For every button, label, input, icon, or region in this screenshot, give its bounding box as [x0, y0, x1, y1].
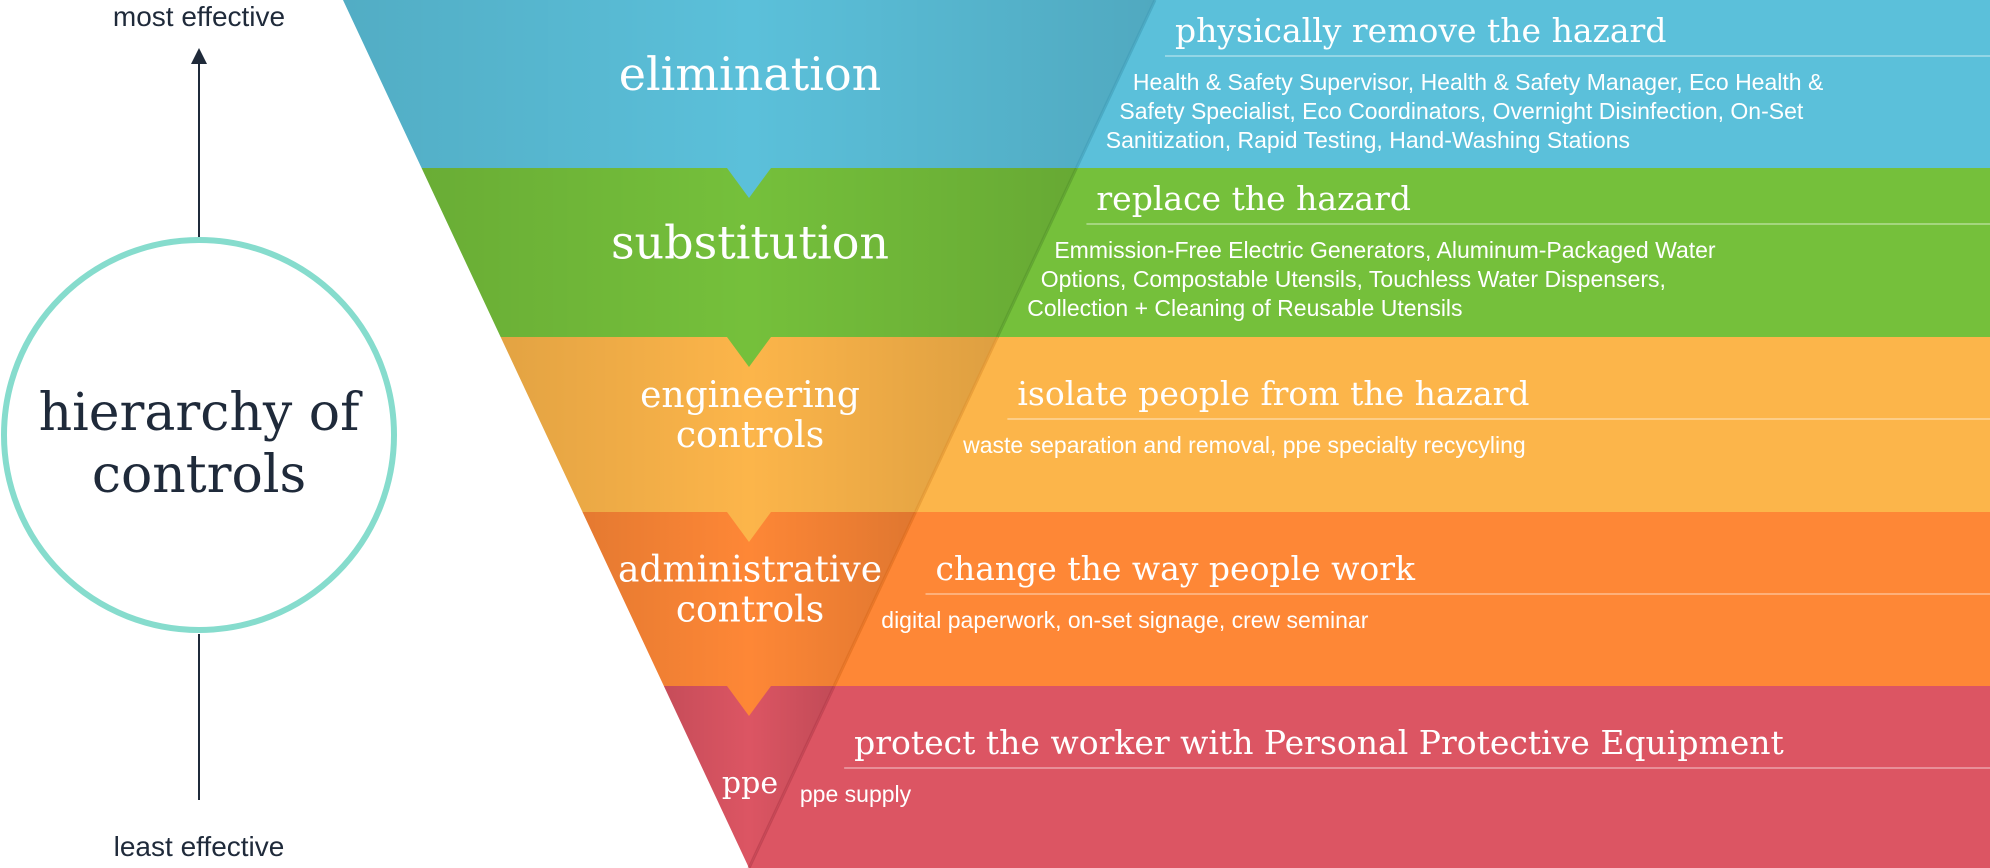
level-name: administrative [618, 550, 882, 591]
level-1: elimination physically remove the hazardH… [343, 0, 1990, 198]
circle-title-line2: controls [92, 445, 306, 505]
level-band [997, 168, 1990, 337]
level-detail: digital paperwork, on-set signage, crew … [881, 607, 1368, 633]
level-detail: Options, Compostable Utensils, Touchless… [1041, 266, 1666, 292]
level-detail: Collection + Cleaning of Reusable Utensi… [1027, 295, 1462, 321]
level-name: substitution [611, 216, 889, 270]
fold-line [1075, 0, 1157, 169]
level-detail: ppe supply [800, 781, 912, 807]
level-heading: change the way people work [936, 549, 1417, 588]
level-name: controls [676, 415, 824, 456]
circle-title-line1: hierarchy of [39, 383, 363, 443]
most-effective-label: most effective [113, 1, 285, 32]
least-effective-label: least effective [114, 831, 285, 862]
level-name: controls [676, 590, 824, 631]
level-2: substitution replace the hazardEmmission-… [421, 167, 1990, 367]
level-detail: Emmission-Free Electric Generators, Alum… [1054, 237, 1716, 263]
level-heading: protect the worker with Personal Protect… [854, 723, 1784, 762]
fold-line [996, 167, 1078, 338]
funnel-segment-shading [663, 686, 835, 868]
funnel-segment-shading [421, 168, 1077, 367]
level-detail: Health & Safety Supervisor, Health & Saf… [1133, 69, 1823, 95]
level-heading: physically remove the hazard [1175, 11, 1666, 50]
fold-line [747, 685, 836, 868]
funnel-segment-shading [582, 512, 916, 716]
fold-line [832, 511, 917, 687]
funnel-segment-shading [343, 0, 1155, 198]
level-5: ppe protect the worker with Personal Prot… [663, 685, 1990, 868]
level-detail: Sanitization, Rapid Testing, Hand-Washin… [1106, 127, 1630, 153]
level-name: elimination [619, 47, 882, 101]
fold-line [914, 336, 999, 513]
level-heading: replace the hazard [1096, 179, 1411, 218]
level-detail: Safety Specialist, Eco Coordinators, Ove… [1119, 98, 1804, 124]
level-name: ppe [722, 766, 778, 801]
level-heading: isolate people from the hazard [1017, 374, 1529, 413]
level-band [834, 512, 1990, 686]
level-band [1076, 0, 1990, 168]
level-band [749, 686, 1990, 868]
funnel-segment-shading [500, 337, 998, 542]
title-circle [1, 237, 397, 633]
level-band [915, 337, 1990, 512]
level-detail: waste separation and removal, ppe specia… [962, 432, 1526, 458]
level-name: engineering [640, 375, 860, 416]
